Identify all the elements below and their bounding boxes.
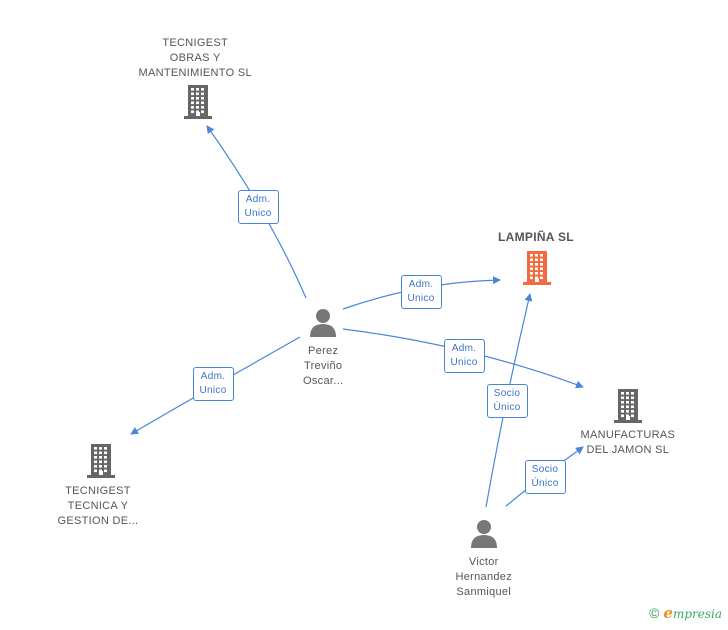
node-label-line: Perez <box>308 345 339 357</box>
node-label-line: TECNIGEST <box>162 37 229 49</box>
edge-label-line: Unico <box>244 208 272 219</box>
edge-label-e4[interactable]: Adm. Unico <box>192 367 234 401</box>
edge-label-e3[interactable]: Adm. Unico <box>443 339 485 373</box>
node-label-line: Oscar... <box>303 375 344 387</box>
edge-label-e2[interactable]: Adm. Unico <box>400 275 442 309</box>
node-label-tecnigest-obras[interactable]: TECNIGEST OBRAS Y MANTENIMIENTO SL <box>139 36 252 81</box>
node-label-lampina[interactable]: LAMPIÑA SL <box>498 230 574 245</box>
edge-label-line: Adm. <box>200 371 226 382</box>
node-label-line: MANUFACTURAS <box>580 429 676 441</box>
edge-label-line: Unico <box>199 385 227 396</box>
person-icon[interactable] <box>308 307 338 342</box>
node-label-line: LAMPIÑA SL <box>498 230 574 244</box>
node-label-line: TECNICA Y <box>67 500 129 512</box>
edge-label-line: Socio <box>531 464 559 475</box>
building-icon[interactable] <box>85 444 117 483</box>
edge-label-line: Único <box>493 402 521 413</box>
node-label-tecnigest-tecnica[interactable]: TECNIGEST TECNICA Y GESTION DE... <box>58 484 139 529</box>
node-label-manufacturas[interactable]: MANUFACTURAS DEL JAMON SL <box>581 428 676 458</box>
node-label-line: GESTION DE... <box>57 515 139 527</box>
edge-label-line: Unico <box>450 357 478 368</box>
node-label-line: Victor <box>468 556 499 568</box>
building-icon[interactable] <box>612 389 644 428</box>
building-icon[interactable] <box>182 85 214 124</box>
node-label-line: DEL JAMON SL <box>586 444 670 456</box>
copyright-symbol: © <box>649 605 660 621</box>
brand-logo[interactable]: empresia <box>663 604 722 622</box>
edge-label-line: Adm. <box>451 343 477 354</box>
edge-label-e1[interactable]: Adm. Unico <box>237 190 279 224</box>
node-label-line: OBRAS Y <box>169 52 221 64</box>
node-label-line: Treviño <box>303 360 343 372</box>
building-icon[interactable] <box>521 251 553 290</box>
edge-label-line: Adm. <box>245 194 271 205</box>
node-label-line: MANTENIMIENTO SL <box>138 67 252 79</box>
edge-label-line: Adm. <box>408 279 434 290</box>
node-label-line: Sanmiquel <box>456 586 512 598</box>
person-icon[interactable] <box>469 518 499 553</box>
edge-label-line: Socio <box>493 388 521 399</box>
edge-label-line: Unico <box>407 293 435 304</box>
node-label-line: Hernandez <box>455 571 513 583</box>
footer-copyright: © empresia <box>649 604 722 622</box>
edge-label-line: Único <box>531 478 559 489</box>
node-label-line: TECNIGEST <box>65 485 131 497</box>
